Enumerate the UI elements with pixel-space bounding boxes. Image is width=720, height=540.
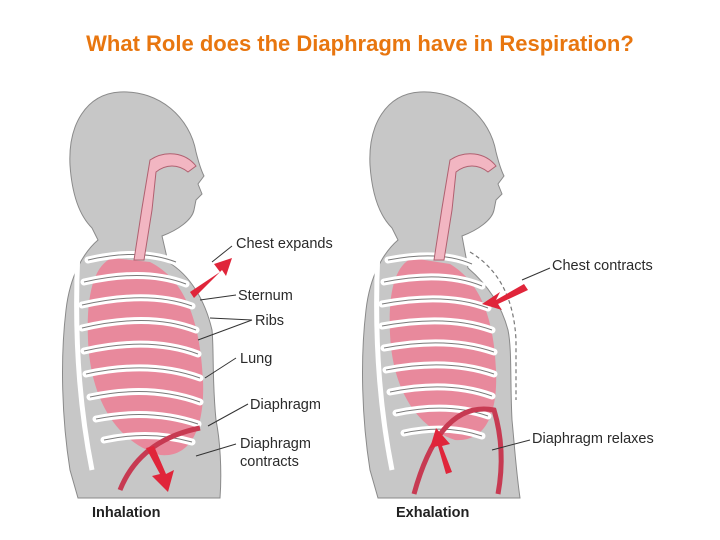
inhalation-lung (87, 258, 204, 456)
label-ribs: Ribs (255, 313, 284, 329)
exhalation-diaphragm (411, 406, 504, 495)
caption-exhalation: Exhalation (396, 505, 469, 521)
exhalation-spine (374, 249, 395, 471)
exhalation-diaphragm-arrow (430, 428, 452, 474)
label-chest-contracts: Chest contracts (552, 258, 653, 274)
exhalation-chest-arrow (482, 284, 528, 310)
label-chest-expands: Chest expands (236, 236, 333, 252)
exhalation-figure: Chest contracts Diaphragm relaxes Exhala… (362, 91, 654, 521)
label-diaphragm-contracts-line1: Diaphragm (240, 436, 311, 452)
exhalation-expanded-outline (469, 251, 517, 400)
inhalation-figure: Chest expands Sternum Ribs Lung Diaphrag… (62, 91, 333, 521)
page-title: What Role does the Diaphragm have in Res… (86, 31, 634, 56)
inhalation-diaphragm-arrow (146, 446, 174, 492)
label-diaphragm-relaxes: Diaphragm relaxes (532, 431, 654, 447)
label-diaphragm-contracts-line2: contracts (240, 454, 299, 470)
exhalation-leader-lines (491, 267, 551, 451)
inhalation-leader-lines (195, 245, 253, 457)
label-lung: Lung (240, 351, 272, 367)
label-diaphragm: Diaphragm (250, 397, 321, 413)
inhalation-airway (133, 153, 197, 261)
label-sternum: Sternum (238, 288, 293, 304)
inhalation-chest-arrow (190, 258, 232, 298)
inhalation-spine (74, 249, 95, 471)
exhalation-airway (433, 153, 497, 261)
caption-inhalation: Inhalation (92, 505, 160, 521)
